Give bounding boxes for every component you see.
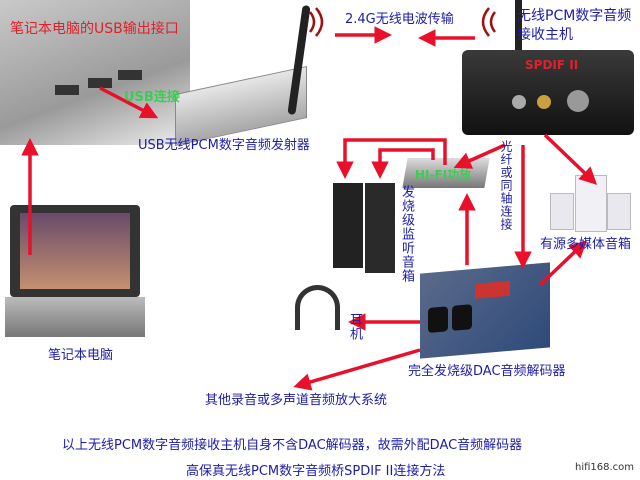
wireless-label: 2.4G无线电波传输 [345,12,454,27]
usb-port-label: 笔记本电脑的USB输出接口 [10,21,179,37]
arrow-other [293,348,421,391]
wave-icons [308,7,497,37]
diagram-title: 高保真无线PCM数字音频桥SPDIF II连接方法 [186,464,446,479]
note-text: 以上无线PCM数字音频接收主机自身不含DAC解码器，故需外配DAC音频解码器 [62,438,523,453]
arrow-dac-multimedia [538,240,588,287]
arrow-to-multimedia [543,133,598,185]
headphones-photo [295,285,340,330]
arrow-to-amp [453,143,506,169]
receiver-label-2: 接收主机 [517,27,573,43]
arrow-monitor-right [371,148,435,179]
hifi-amp-label: HI-FI功放 [415,168,472,182]
other-system-label: 其他录音或多声道音频放大系统 [205,393,388,408]
monitor-speaker-left [333,183,363,268]
receiver-photo [462,50,634,135]
laptop-label: 笔记本电脑 [48,348,114,363]
dac-label: 完全发烧级DAC音频解码器 [408,364,566,379]
monitor-speaker-right [365,183,395,273]
transmitter-label: USB无线PCM数字音频发射器 [138,138,310,153]
laptop-usb-photo [0,0,190,145]
headphone-label: 耳机 [347,313,362,341]
multimedia-label: 有源多媒体音箱 [540,237,632,252]
laptop-keyboard [5,297,145,337]
watermark: hifi168.com [575,462,635,473]
spdif-label: SPDIF II [525,58,579,72]
monitor-label: 发烧级监听音箱 [399,185,414,283]
usb-connect-label: USB连接 [124,90,180,105]
fiber-label: 光纤或同轴连接 [499,140,513,231]
arrow-monitor-left [336,138,447,179]
receiver-antenna [515,0,522,55]
receiver-label-1: 无线PCM数字音频 [517,8,632,24]
arrow-usb [99,86,159,119]
